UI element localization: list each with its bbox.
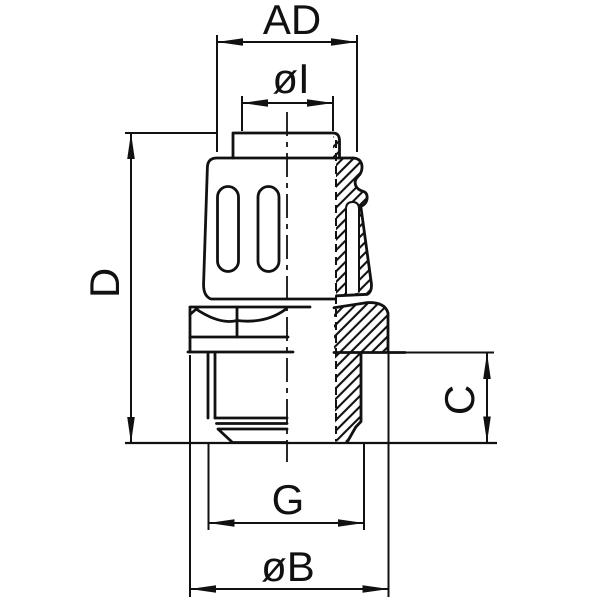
dimension-d: [125, 132, 218, 443]
dimension-g: [207, 444, 365, 530]
cap-slot-right: [256, 185, 281, 273]
dimension-c: [391, 351, 494, 443]
cap-outline: [202, 156, 355, 301]
dimension-ob: [189, 353, 390, 597]
label-c: C: [436, 385, 483, 415]
thread-end-chamfer: [217, 428, 234, 444]
label-d: D: [81, 268, 128, 298]
hex-face-arc-right: [235, 307, 288, 323]
dimensions: [125, 35, 497, 597]
flange-section: [334, 302, 388, 352]
collar-outline: [231, 131, 341, 160]
label-g: G: [272, 476, 305, 523]
label-oi: øI: [272, 55, 309, 102]
thread-section-profile: [346, 351, 363, 443]
sleeve-thread-groove: [345, 200, 360, 295]
label-ad: AD: [263, 0, 321, 43]
thread-section: [335, 352, 361, 442]
sleeve-outer-profile: [335, 156, 373, 298]
hex-face-arc-left: [194, 307, 239, 323]
dimension-oi: [241, 96, 334, 131]
cap-slot-left: [216, 185, 240, 273]
flange-profile: [332, 301, 390, 354]
dimension-labels: AD øI D C G øB: [81, 0, 483, 590]
label-ob: øB: [261, 543, 315, 590]
